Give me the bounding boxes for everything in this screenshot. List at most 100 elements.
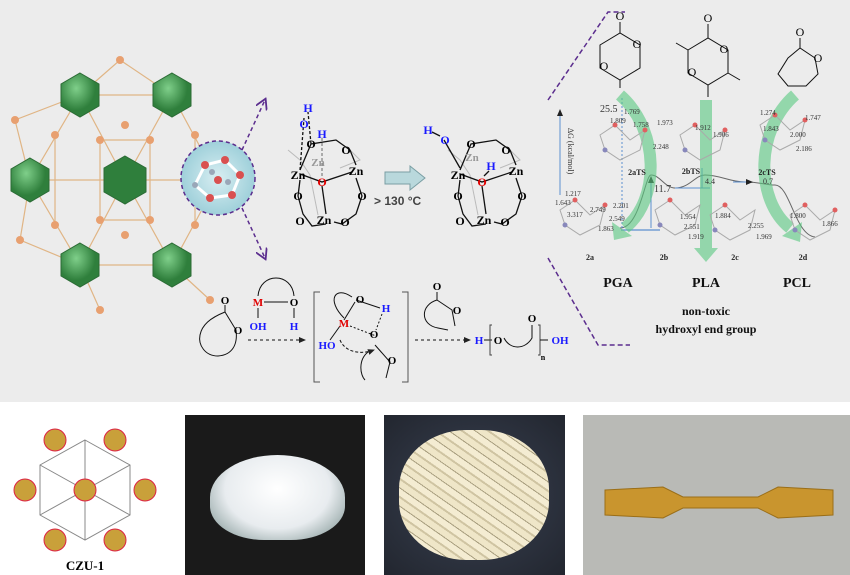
atom-o: O	[704, 11, 713, 25]
ring-opening-mechanism: O O M O OH H O H M O HO O O O H O O n	[199, 277, 569, 383]
atom-o-central: O	[317, 175, 326, 189]
distance-label: 2.551	[684, 223, 700, 231]
atom-o: O	[688, 65, 697, 79]
energy-value: 0.7	[763, 177, 773, 186]
atom-h: H	[475, 335, 484, 347]
label-pcl: PCL	[783, 276, 811, 291]
temperature-condition: > 130 °C	[374, 194, 421, 208]
distance-label: 1.884	[715, 212, 731, 220]
state-label: 2c	[731, 253, 739, 262]
polymer-powder-photo	[185, 415, 365, 575]
atom-zn: Zn	[451, 168, 466, 182]
monomer-structures	[599, 22, 819, 97]
repeat-n: n	[541, 353, 546, 362]
distance-label: 1.954	[680, 213, 696, 221]
metal-m: M	[253, 297, 264, 309]
atom-o: O	[433, 281, 442, 293]
atom-o: O	[453, 189, 462, 203]
atom-o: O	[517, 189, 526, 203]
monomer-atoms: O O O O O O O O	[600, 9, 823, 79]
distance-label: 1.643	[555, 199, 571, 207]
atom-o: O	[494, 335, 503, 347]
czu1-framework-drawing: CZU-1	[13, 428, 157, 573]
distance-label: 2.000	[790, 131, 806, 139]
atom-o: O	[501, 143, 510, 157]
atom-o: O	[299, 117, 308, 131]
distance-label: 3.317	[567, 211, 583, 219]
atom-o: O	[796, 25, 805, 39]
main-scheme-panel: H O H O O Zn Zn O Zn O O Zn O O > 130 °C…	[0, 0, 850, 402]
heating-arrow	[384, 164, 426, 192]
atom-o: O	[356, 294, 365, 306]
y-axis-label: ΔG (kcal/mol)	[566, 128, 575, 175]
atom-o: O	[295, 214, 304, 228]
distance-label: 1.769	[624, 108, 640, 116]
distance-label: 1.809	[610, 117, 626, 125]
zoom-arrow-up	[241, 100, 265, 151]
distance-label: 1.919	[688, 233, 704, 241]
white-powder-pile	[210, 455, 345, 540]
atom-o: O	[293, 189, 302, 203]
czu1-structure-image: CZU-1	[0, 410, 170, 575]
distance-label: 2.749	[590, 206, 606, 214]
distance-label: 2.255	[748, 222, 764, 230]
distance-label: 1.912	[695, 124, 711, 132]
label-pga: PGA	[603, 276, 633, 291]
distance-label: 2.248	[653, 143, 669, 151]
zn-cluster-hydrated: H O H O O Zn Zn O Zn O O Zn O O	[287, 101, 367, 229]
atom-o: O	[341, 143, 350, 157]
distance-label: 2.201	[613, 202, 629, 210]
atom-h: H	[290, 321, 299, 333]
state-labels: 2a 2aTS 2b 2bTS 2c 2cTS 2d	[586, 167, 808, 262]
distance-label: 1.843	[763, 125, 779, 133]
mof-framework	[11, 56, 219, 314]
label-pla: PLA	[692, 276, 721, 291]
bond-distances: 1.217 1.643 2.749 3.317 2.201 2.549 1.86…	[555, 108, 838, 241]
distance-label: 1.800	[790, 212, 806, 220]
distance-label: 1.969	[756, 233, 772, 241]
state-label: 2a	[586, 253, 594, 262]
green-pathway-arrows	[612, 90, 802, 262]
state-label: 2cTS	[758, 168, 776, 177]
atom-o: O	[500, 215, 509, 229]
zoom-arrow-down	[241, 207, 265, 258]
atom-zn: Zn	[291, 168, 306, 182]
atom-o: O	[234, 325, 243, 337]
atom-o: O	[528, 313, 537, 325]
atom-o: O	[388, 355, 397, 367]
atom-o: O	[466, 137, 475, 151]
note-non-toxic: non-toxic	[682, 304, 731, 318]
cluster-zoom-inset	[180, 140, 256, 216]
atom-o: O	[370, 329, 379, 341]
polymer-labels: PGA PLA PCL non-toxic hydroxyl end group	[603, 276, 811, 336]
czu1-label: CZU-1	[66, 558, 104, 573]
atom-o: O	[814, 51, 823, 65]
atom-zn: Zn	[509, 164, 524, 178]
metal-m: M	[339, 318, 350, 330]
atom-o: O	[340, 215, 349, 229]
atom-zn-back: Zn	[311, 157, 324, 169]
hydroxyl-oh: OH	[249, 321, 267, 333]
atom-h: H	[423, 123, 433, 137]
distance-label: 1.973	[657, 119, 673, 127]
atom-o: O	[616, 9, 625, 23]
distance-label: 1.217	[565, 190, 581, 198]
distance-label: 2.549	[609, 215, 625, 223]
hydroxyl-ho: HO	[318, 340, 336, 352]
distance-label: 1.758	[633, 121, 649, 129]
atom-o: O	[290, 297, 299, 309]
dogbone-specimen	[604, 486, 834, 519]
state-label: 2b	[660, 253, 669, 262]
energy-value: 25.5	[600, 104, 618, 115]
atom-h: H	[382, 303, 391, 315]
atom-o: O	[455, 214, 464, 228]
atom-o: O	[600, 59, 609, 73]
energy-value: 11.7	[654, 184, 671, 195]
molecular-structures	[559, 112, 838, 241]
atom-o: O	[306, 137, 315, 151]
distance-label: 1.274	[760, 109, 776, 117]
distance-label: 2.186	[796, 145, 812, 153]
zn-cluster-dehydrated: H O H O O Zn Zn O Zn O O Zn O O	[423, 123, 526, 229]
scheme-svg: H O H O O Zn Zn O Zn O O Zn O O > 130 °C…	[10, 9, 838, 383]
distance-label: 1.863	[598, 225, 614, 233]
